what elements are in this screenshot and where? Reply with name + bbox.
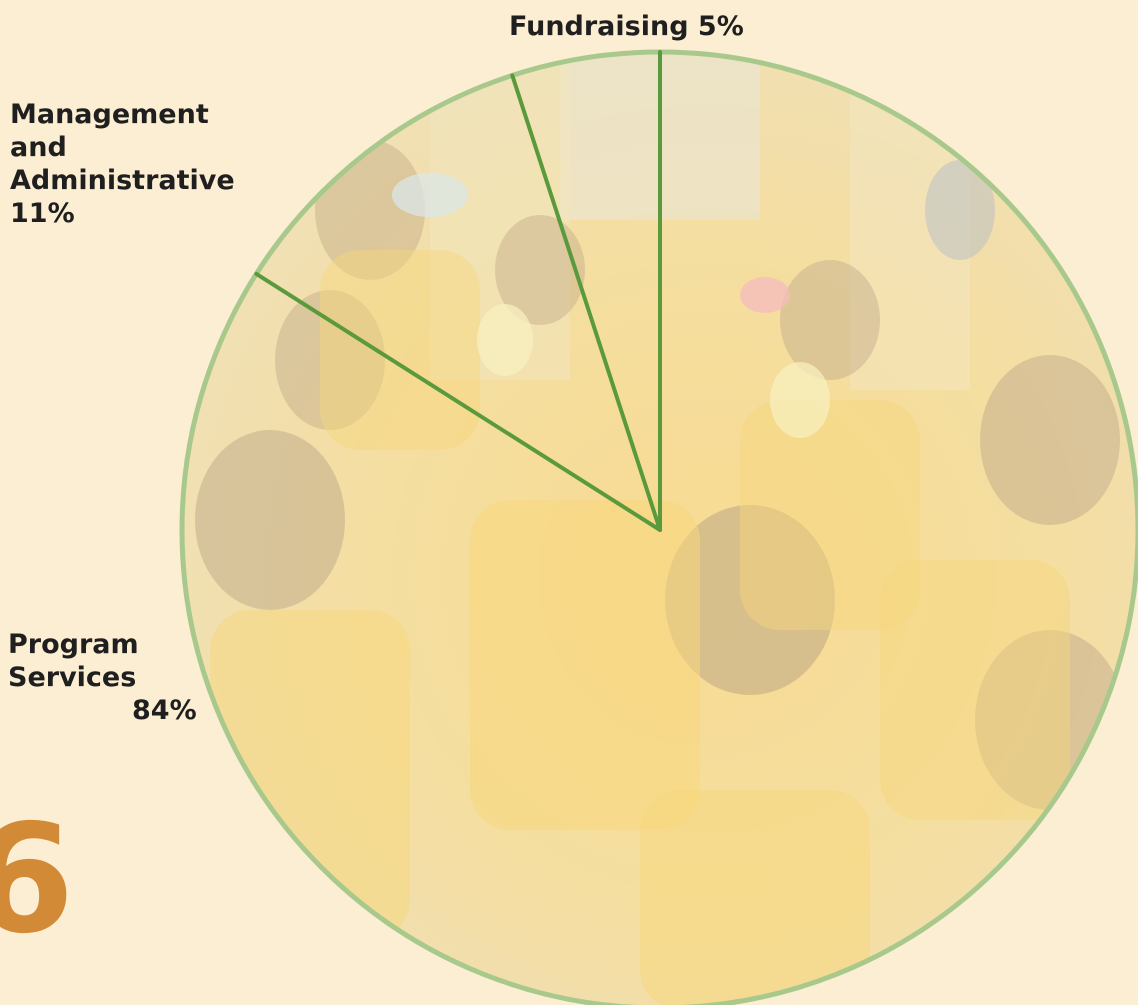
pie-dividers xyxy=(254,50,662,532)
slice-label-program: Program Services 84% xyxy=(8,628,197,727)
slice-label-management: Management and Administrative 11% xyxy=(10,98,235,230)
slice-label-management-line-2: and xyxy=(10,132,67,163)
slice-label-management-line-1: Management xyxy=(10,99,209,130)
slice-label-program-line-2: Services xyxy=(8,662,137,693)
slice-label-management-line-3: Administrative xyxy=(10,165,235,196)
slice-label-management-line-4: 11% xyxy=(10,198,75,229)
slice-divider-3 xyxy=(254,271,662,532)
decorative-large-number: 6 xyxy=(0,793,75,967)
slice-label-program-line-3: 84% xyxy=(132,695,197,726)
slice-label-program-line-1: Program xyxy=(8,629,139,660)
slice-divider-2 xyxy=(510,73,662,532)
slice-label-fundraising: Fundraising 5% xyxy=(509,11,744,42)
